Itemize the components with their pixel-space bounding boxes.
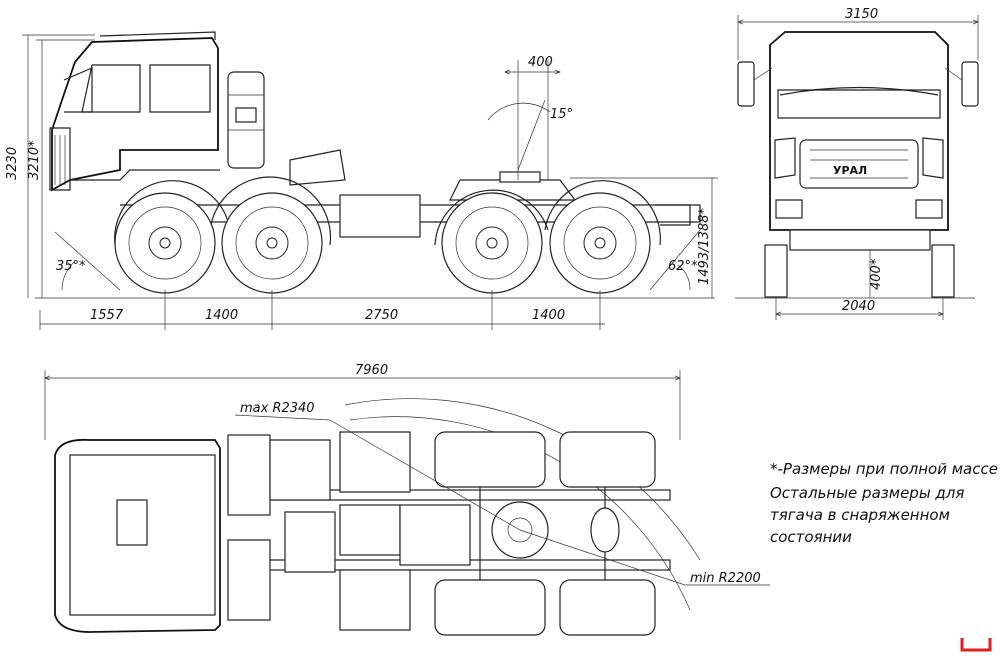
dim-fifth-wheel-offset: 400 xyxy=(528,55,553,70)
side-view: 3230 3210* 35°* 62°* 1493/1388* 400 15° … xyxy=(5,31,718,330)
dim-axle-spacing-rear: 1400 xyxy=(532,308,565,323)
dim-track-width: 2040 xyxy=(842,299,875,314)
dim-max-turn-radius: max R2340 xyxy=(240,401,315,416)
dim-wheelbase-middle: 2750 xyxy=(365,308,398,323)
wheel-4 xyxy=(549,192,651,294)
dim-axle-spacing-front: 1400 xyxy=(205,308,238,323)
top-view: 7960 max R2340 xyxy=(45,363,770,636)
note-line-1: *-Размеры при полной массе xyxy=(770,460,998,478)
wheel-3 xyxy=(441,192,543,294)
front-view: УРАЛ 3150 2040 400* xyxy=(735,7,978,320)
corner-mark-icon xyxy=(960,638,992,652)
dim-min-turn-radius: min R2200 xyxy=(690,571,761,586)
dim-approach-angle: 35°* xyxy=(56,259,86,274)
cab-outline xyxy=(51,37,219,192)
dim-front-overhang: 1557 xyxy=(90,308,124,323)
cab-top xyxy=(54,438,221,633)
dim-departure-angle: 62°* xyxy=(668,259,698,274)
dim-ground-clearance: 400* xyxy=(869,258,884,290)
dim-fifth-wheel-height: 1493/1388* xyxy=(697,207,712,285)
wheel-2 xyxy=(221,192,323,294)
dim-overall-height: 3230 xyxy=(5,147,20,180)
dim-overall-width: 3150 xyxy=(845,7,878,22)
note-line-3: тягача в снаряженном xyxy=(770,506,950,524)
note-line-4: состоянии xyxy=(770,528,852,546)
dim-cab-height: 3210* xyxy=(27,140,42,180)
dim-overall-length: 7960 xyxy=(355,363,388,378)
notes-block: *-Размеры при полной массе Остальные раз… xyxy=(770,460,998,546)
grille-badge: УРАЛ xyxy=(833,164,867,177)
dim-tilt-angle: 15° xyxy=(550,107,573,122)
wheel-1 xyxy=(114,192,216,294)
note-line-2: Остальные размеры для xyxy=(770,484,964,502)
